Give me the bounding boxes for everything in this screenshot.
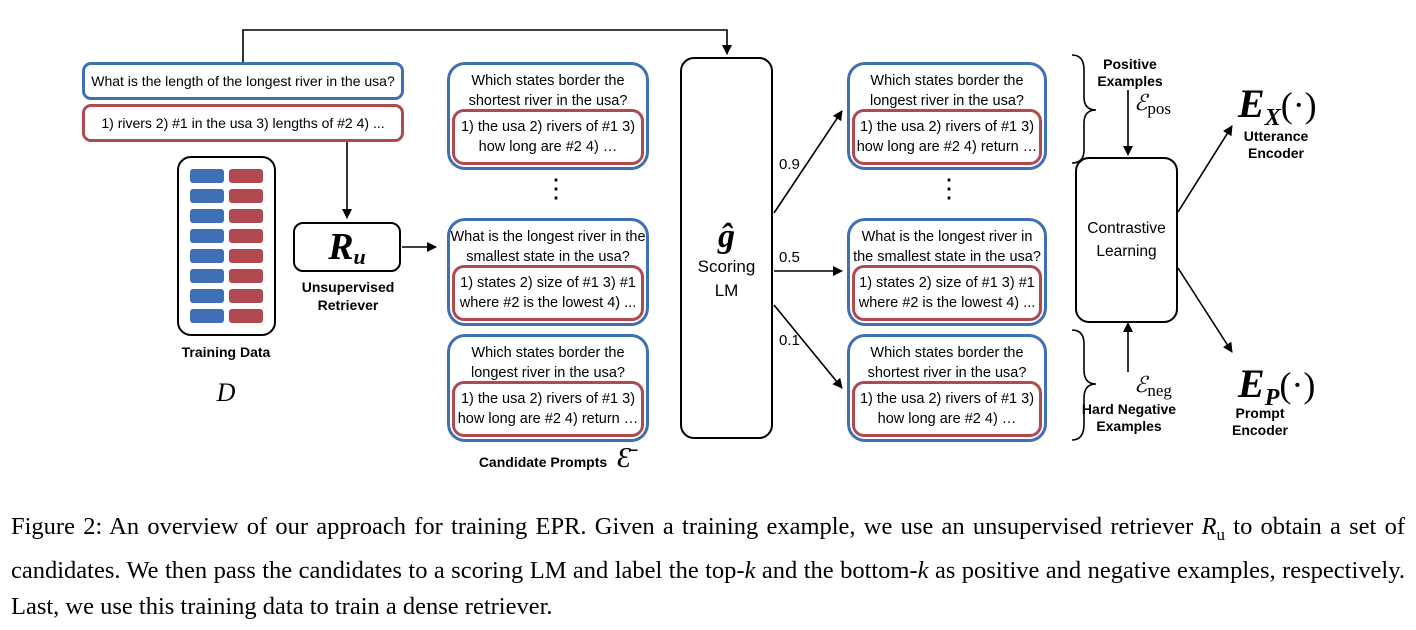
candidate-3-decomposition: 1) the usa 2) rivers of #1 3) how long a…: [457, 391, 639, 427]
negative-brace: [1071, 329, 1097, 441]
ranked-prompt-3: Which states border the shortest river i…: [847, 334, 1047, 442]
ranked-prompt-2: What is the longest river in the smalles…: [847, 218, 1047, 326]
prompt-encoder-symbol: EP(·): [1238, 361, 1316, 411]
scoring-lm-symbol: ĝ: [718, 218, 735, 255]
utterance-encoder-symbol: EX(·): [1238, 81, 1317, 131]
lm-to-positive-arrow: [773, 110, 843, 214]
candidate-2-question: What is the longest river in the smalles…: [450, 229, 646, 265]
candidate-prompt-1: Which states border the shortest river i…: [447, 62, 649, 170]
candidate-prompt-2: What is the longest river in the smalles…: [447, 218, 649, 326]
ranked-1-question: Which states border the longest river in…: [870, 73, 1024, 109]
ranked-3-decomposition: 1) the usa 2) rivers of #1 3) how long a…: [859, 391, 1035, 427]
negative-set-symbol: ℰneg: [1134, 372, 1172, 400]
score-low: 0.1: [779, 332, 800, 349]
positive-examples-label: Positive Examples: [1097, 56, 1163, 89]
contrastive-to-prompt-encoder-arrow: [1177, 267, 1233, 353]
scoring-lm-box: ĝ Scoring LM: [680, 57, 773, 439]
hard-negative-examples-label: Hard Negative Examples: [1081, 401, 1177, 434]
query-decomposition-box: 1) rivers 2) #1 in the usa 3) lengths of…: [82, 104, 404, 142]
lm-to-negative-arrow: [773, 304, 843, 389]
ranked-3-question: Which states border the shortest river i…: [867, 345, 1027, 381]
scoring-lm-label-line1: Scoring: [697, 257, 756, 276]
retriever-subscript: u: [353, 244, 366, 269]
epr-overview-diagram: What is the length of the longest river …: [82, 29, 1317, 474]
candidate-prompts-symbol: Ɛ̄: [617, 443, 631, 474]
figure-caption: Figure 2: An overview of our approach fo…: [11, 513, 1405, 620]
score-mid: 0.5: [779, 249, 800, 266]
training-data-label: Training Data: [181, 344, 271, 360]
retriever-label: Unsupervised Retriever: [301, 279, 395, 313]
candidate-1-decomposition: 1) the usa 2) rivers of #1 3) how long a…: [460, 119, 636, 155]
candidate-1-question: Which states border the shortest river i…: [468, 73, 628, 109]
query-decomposition-text: 1) rivers 2) #1 in the usa 3) lengths of…: [101, 115, 385, 131]
query-text: What is the length of the longest river …: [91, 73, 395, 89]
training-data-box: [177, 156, 276, 336]
utterance-encoder-label: Utterance Encoder: [1243, 128, 1309, 161]
positive-brace: [1071, 54, 1097, 164]
candidate-3-question: Which states border the longest river in…: [471, 345, 625, 381]
contrastive-label-line1: Contrastive: [1087, 220, 1166, 237]
score-high: 0.9: [779, 156, 800, 173]
contrastive-learning-box: Contrastive Learning: [1075, 157, 1178, 323]
ranked-2-question: What is the longest river in the smalles…: [853, 229, 1041, 265]
diagram-arrows: [242, 29, 1233, 441]
scoring-lm-label-line2: LM: [714, 281, 739, 300]
ranked-ellipsis: ⋮: [936, 174, 962, 203]
query-to-lm-arrow: [242, 29, 732, 62]
contrastive-label-line2: Learning: [1096, 243, 1157, 260]
training-data-symbol: D: [216, 378, 236, 407]
ranked-2-decomposition: 1) states 2) size of #1 3) #1 where #2 i…: [858, 275, 1036, 311]
candidate-prompt-3: Which states border the longest river in…: [447, 334, 649, 442]
ranked-prompt-1: Which states border the longest river in…: [847, 62, 1047, 170]
ranked-1-decomposition: 1) the usa 2) rivers of #1 3) how long a…: [856, 119, 1038, 155]
candidate-prompts-label: Candidate Prompts: [478, 454, 608, 470]
candidate-ellipsis: ⋮: [543, 174, 569, 203]
prompt-encoder-label: Prompt Encoder: [1231, 405, 1288, 438]
contrastive-to-utterance-encoder-arrow: [1177, 125, 1233, 213]
query-box: What is the length of the longest river …: [82, 62, 404, 100]
positive-set-symbol: ℰpos: [1134, 90, 1171, 118]
candidate-2-decomposition: 1) states 2) size of #1 3) #1 where #2 i…: [459, 275, 637, 311]
retriever-symbol: R: [328, 226, 354, 268]
